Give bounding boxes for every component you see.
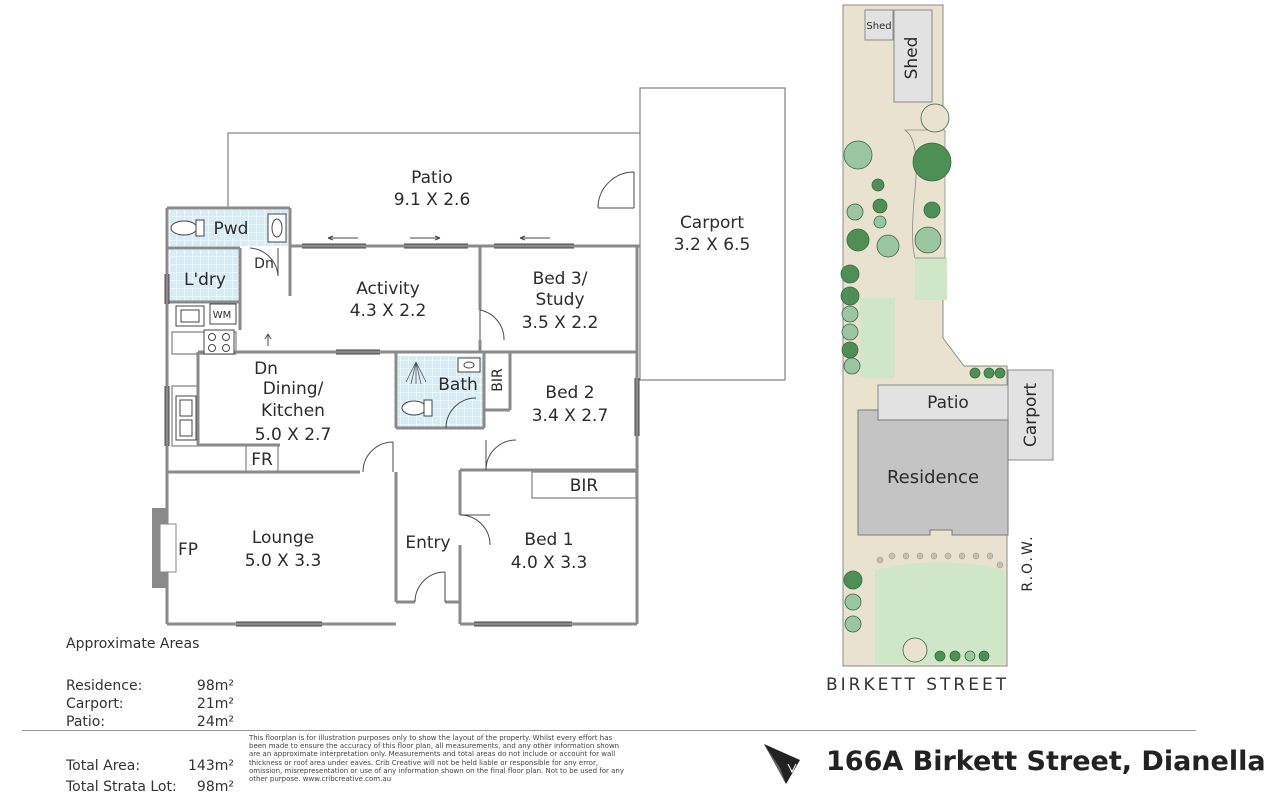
disclaimer-text: This floorplan is for illustration purpo… xyxy=(249,734,624,784)
lawn xyxy=(875,562,1005,664)
fr-label: FR xyxy=(251,450,273,470)
bed3-dims: 3.5 X 2.2 xyxy=(522,313,599,333)
lawn xyxy=(860,298,895,378)
activity-dims: 4.3 X 2.2 xyxy=(350,301,427,321)
laundry-label: L'dry xyxy=(184,270,226,290)
laundry-tiles xyxy=(170,250,238,302)
bed2-dims: 3.4 X 2.7 xyxy=(532,406,609,426)
carport-dims: 3.2 X 6.5 xyxy=(674,235,751,255)
toilet-icon xyxy=(170,219,433,417)
bir-horizontal-label: BIR xyxy=(570,476,599,496)
stove-icon xyxy=(203,303,237,355)
fp-label: FP xyxy=(178,540,198,560)
site-carport-label: Carport xyxy=(1021,383,1041,447)
swing-doors xyxy=(249,171,635,603)
areas-title: Approximate Areas xyxy=(66,636,200,652)
bir-vertical-label: BIR xyxy=(490,368,506,392)
tree-icon xyxy=(840,103,1006,663)
site-residence-label: Residence xyxy=(887,467,979,488)
bed3-label-line2: Study xyxy=(535,290,584,310)
shed-label: Shed xyxy=(902,37,922,80)
windows xyxy=(164,274,640,627)
dn-mid-label: Dn xyxy=(254,359,278,379)
pwd-label: Pwd xyxy=(214,219,249,239)
bed3-label-line1: Bed 3/ xyxy=(533,269,588,289)
bed1-dims: 4.0 X 3.3 xyxy=(511,553,588,573)
shed-small-label: Shed xyxy=(866,21,891,32)
shrub-row xyxy=(876,552,1004,569)
street-label: BIRKETT STREET xyxy=(826,675,1010,695)
sink-icon xyxy=(175,213,481,441)
site-plan: Shed Shed Patio Carport Residence xyxy=(840,4,1054,667)
site-residence xyxy=(857,409,1009,536)
bath-label: Bath xyxy=(438,375,478,395)
dining-dims: 5.0 X 2.7 xyxy=(255,425,332,445)
site-carport xyxy=(1007,369,1054,461)
dining-label-line2: Kitchen xyxy=(261,401,325,421)
floor-plan: Patio 9.1 X 2.6 Carport 3.2 X 6.5 Pwd Dn… xyxy=(152,87,786,627)
carport-label: Carport xyxy=(680,213,744,233)
row-label: R.O.W. xyxy=(1020,534,1036,591)
lawn xyxy=(915,258,947,300)
lounge-dims: 5.0 X 3.3 xyxy=(245,551,322,571)
entry-label: Entry xyxy=(405,533,450,553)
lounge-label: Lounge xyxy=(252,528,314,548)
carport-outline xyxy=(639,87,786,381)
patio-outline xyxy=(227,132,640,208)
wm-label: WM xyxy=(213,310,232,321)
bed2-label: Bed 2 xyxy=(545,383,594,403)
shower-icon xyxy=(405,361,427,385)
dn-top-label: Dn xyxy=(254,256,274,272)
footer-divider xyxy=(22,730,1196,731)
patio-label: Patio xyxy=(411,168,453,188)
patio-dims: 9.1 X 2.6 xyxy=(394,190,471,210)
site-patio-label: Patio xyxy=(927,393,969,413)
north-arrow-icon xyxy=(764,744,800,784)
bed1-label: Bed 1 xyxy=(524,530,573,550)
property-address: 166A Birkett Street, Dianella xyxy=(826,746,1266,777)
floor-plan-drawing: Patio 9.1 X 2.6 Carport 3.2 X 6.5 Pwd Dn… xyxy=(152,4,1054,784)
activity-label: Activity xyxy=(356,279,420,299)
sliding-doors xyxy=(302,235,574,249)
shed-small xyxy=(864,9,894,41)
house-walls xyxy=(152,206,640,626)
dining-label-line1: Dining/ xyxy=(263,379,324,399)
shed xyxy=(893,9,933,103)
